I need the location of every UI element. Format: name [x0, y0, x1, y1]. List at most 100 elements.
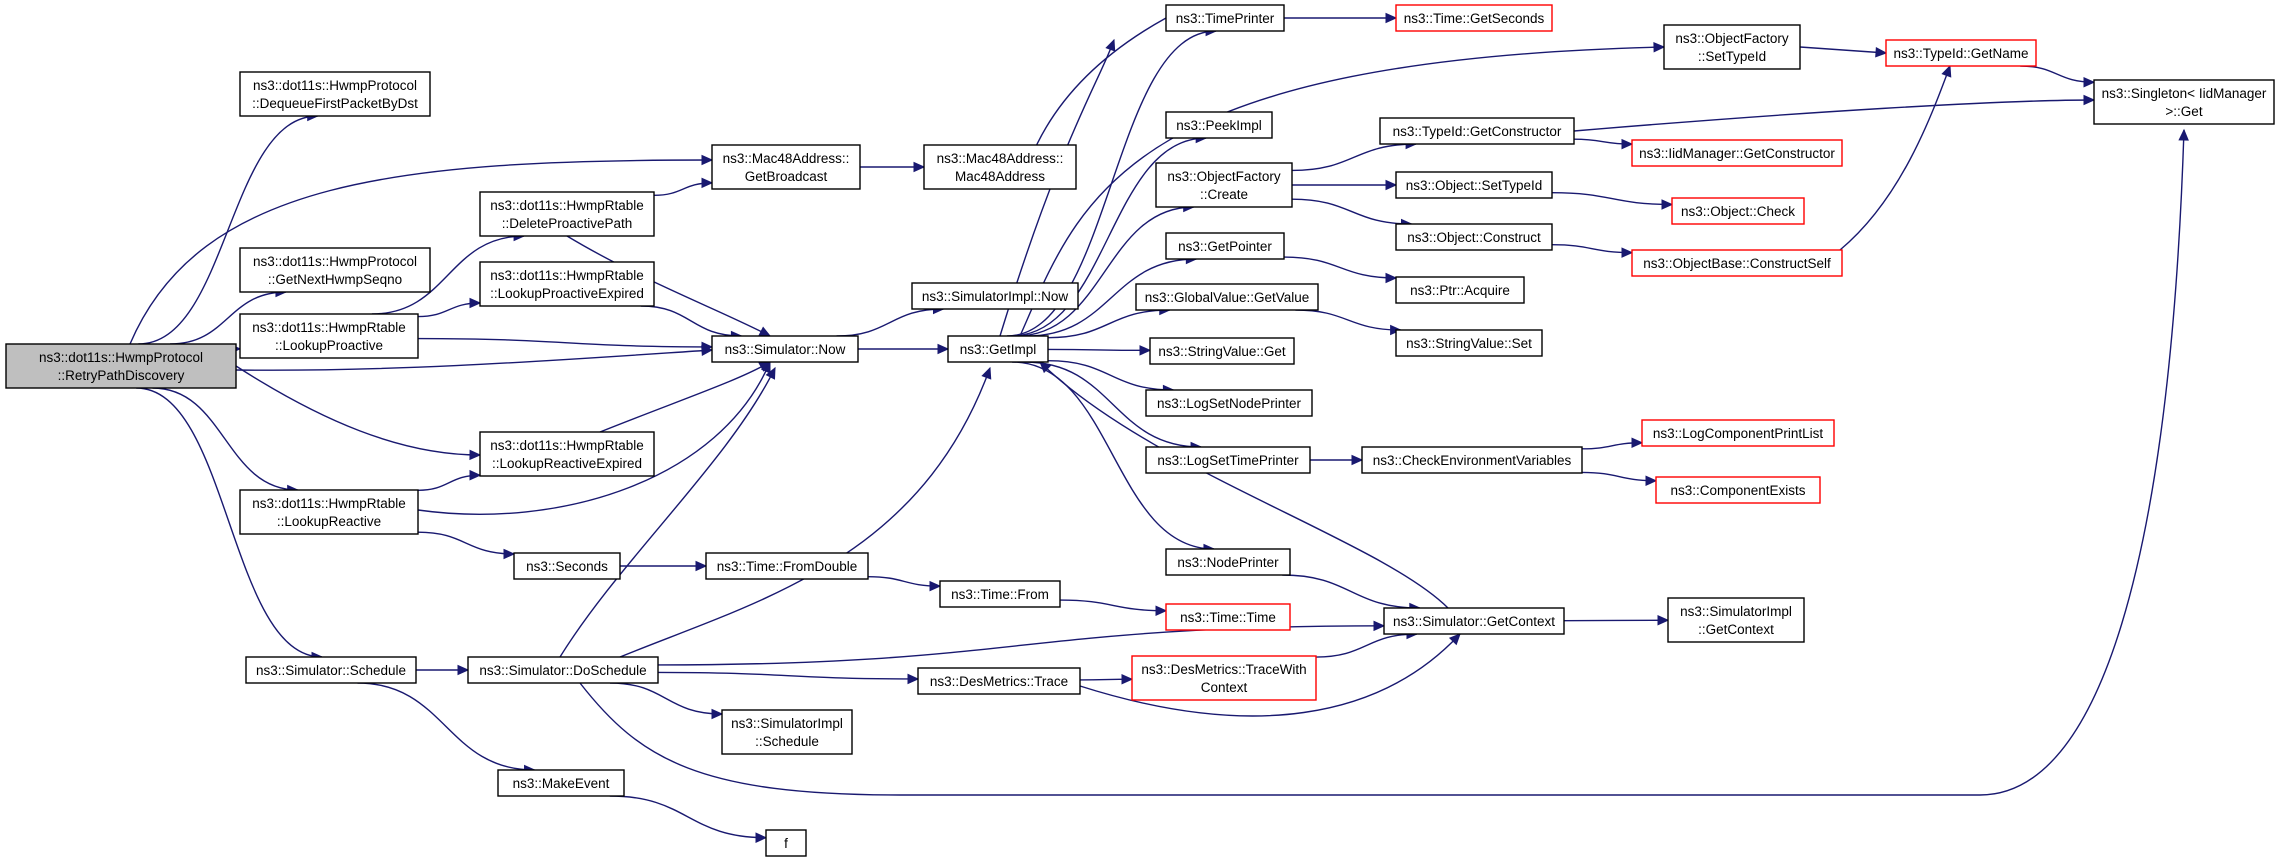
node-nodeprinter[interactable]: ns3::NodePrinter — [1165, 548, 1291, 576]
edge-timefrom-to-timetime-arrowhead — [1155, 605, 1168, 617]
edge-destrace-to-tracewithctx-arrowhead — [1121, 673, 1134, 685]
node-getnexthwmp-box — [239, 247, 431, 293]
node-objcheck[interactable]: ns3::Object::Check — [1671, 197, 1805, 225]
node-timefrom[interactable]: ns3::Time::From — [939, 580, 1061, 608]
node-destrace[interactable]: ns3::DesMetrics::Trace — [917, 667, 1081, 695]
node-objconstruct[interactable]: ns3::Object::Construct — [1395, 223, 1553, 251]
node-doschedule-box — [467, 656, 659, 684]
node-gvgetvalue[interactable]: ns3::GlobalValue::GetValue — [1135, 283, 1319, 311]
node-mac48[interactable]: ns3::Mac48Address::Mac48Address — [923, 144, 1077, 190]
edge-retry-to-getnexthwmp — [170, 291, 286, 345]
node-simimplgetctx[interactable]: ns3::SimulatorImpl::GetContext — [1667, 597, 1805, 643]
edge-ofcreate-to-objconstruct — [1291, 198, 1412, 225]
node-seconds-box — [513, 552, 621, 580]
node-getcontext[interactable]: ns3::Simulator::GetContext — [1383, 607, 1565, 635]
node-deleteproactive[interactable]: ns3::dot11s::HwmpRtable::DeleteProactive… — [479, 191, 655, 237]
node-schedule-label-0: ns3::Simulator::Schedule — [256, 663, 406, 678]
node-singleton[interactable]: ns3::Singleton< IidManager >::Get — [2093, 79, 2275, 125]
node-objcheck-label-0: ns3::Object::Check — [1681, 204, 1795, 219]
node-mac48-label-0: ns3::Mac48Address:: — [937, 151, 1064, 166]
node-peekimpl-label-0: ns3::PeekImpl — [1176, 118, 1262, 133]
node-seconds[interactable]: ns3::Seconds — [513, 552, 621, 580]
node-getnexthwmp-label-0: ns3::dot11s::HwmpProtocol — [253, 254, 417, 269]
node-mac48-label-1: Mac48Address — [955, 169, 1045, 184]
edge-retry-to-getbroadcast — [129, 159, 713, 345]
node-constructself[interactable]: ns3::ObjectBase::ConstructSelf — [1631, 249, 1843, 277]
node-tracewithctx-label-0: ns3::DesMetrics::TraceWith — [1141, 662, 1306, 677]
node-now[interactable]: ns3::Simulator::Now — [711, 335, 859, 363]
node-simimplschedule[interactable]: ns3::SimulatorImpl::Schedule — [721, 709, 853, 755]
edge-getimpl-to-ofcreate — [1015, 206, 1194, 337]
node-schedule[interactable]: ns3::Simulator::Schedule — [245, 656, 417, 684]
node-logtimeprinter[interactable]: ns3::LogSetTimePrinter — [1145, 446, 1311, 474]
node-peekimpl[interactable]: ns3::PeekImpl — [1165, 111, 1273, 139]
node-lookupproexp[interactable]: ns3::dot11s::HwmpRtable::LookupProactive… — [479, 261, 655, 307]
node-simimplnow-label-0: ns3::SimulatorImpl::Now — [922, 289, 1069, 304]
node-ofsettypeid[interactable]: ns3::ObjectFactory::SetTypeId — [1663, 24, 1801, 70]
node-retry[interactable]: ns3::dot11s::HwmpProtocol::RetryPathDisc… — [5, 343, 237, 389]
node-destrace-box — [917, 667, 1081, 695]
edge-lookupreactive-to-seconds — [417, 531, 515, 555]
node-getseconds[interactable]: ns3::Time::GetSeconds — [1395, 4, 1553, 32]
edge-timeprinter-to-getseconds-arrowhead — [1385, 12, 1398, 24]
node-logprintlist[interactable]: ns3::LogComponentPrintList — [1641, 419, 1835, 447]
node-lookupreactive[interactable]: ns3::dot11s::HwmpRtable::LookupReactive — [239, 489, 419, 535]
node-getimpl-box — [947, 335, 1049, 363]
node-constructself-label-0: ns3::ObjectBase::ConstructSelf — [1643, 256, 1831, 271]
node-constructself-box — [1631, 249, 1843, 277]
node-nodeprinter-box — [1165, 548, 1291, 576]
node-getbroadcast[interactable]: ns3::Mac48Address::GetBroadcast — [711, 144, 861, 190]
node-simimplgetctx-box — [1667, 597, 1805, 643]
node-objconstruct-label-0: ns3::Object::Construct — [1407, 230, 1541, 245]
node-timetime[interactable]: ns3::Time::Time — [1165, 603, 1291, 631]
node-ofsettypeid-box — [1663, 24, 1801, 70]
edge-retry-to-lookupreexp-arrowhead — [469, 449, 482, 461]
node-ptracquire-box — [1395, 276, 1525, 304]
edge-deleteproactive-to-now-arrowhead — [758, 326, 772, 337]
node-getimpl-label-0: ns3::GetImpl — [960, 342, 1037, 357]
node-svget[interactable]: ns3::StringValue::Get — [1149, 337, 1295, 365]
node-iidgetctor[interactable]: ns3::IidManager::GetConstructor — [1631, 139, 1843, 167]
node-fromdouble[interactable]: ns3::Time::FromDouble — [705, 552, 869, 580]
node-timeprinter[interactable]: ns3::TimePrinter — [1165, 4, 1285, 32]
node-tidgetname[interactable]: ns3::TypeId::GetName — [1885, 39, 2037, 67]
edge-schedule-to-makeevent — [357, 682, 535, 771]
edge-doschedule-to-getimpl — [619, 367, 991, 658]
node-makeevent[interactable]: ns3::MakeEvent — [497, 769, 625, 797]
node-objsettypeid[interactable]: ns3::Object::SetTypeId — [1395, 171, 1553, 199]
node-dequeue[interactable]: ns3::dot11s::HwmpProtocol::DequeueFirstP… — [239, 71, 431, 117]
edge-doschedule-to-getcontext-arrowhead — [1373, 620, 1386, 632]
edge-makeevent-to-f-arrowhead — [755, 832, 768, 843]
edge-constructself-to-tidgetname — [1839, 65, 1951, 251]
node-checkenv[interactable]: ns3::CheckEnvironmentVariables — [1361, 446, 1583, 474]
node-f[interactable]: f — [765, 829, 807, 857]
node-getpointer[interactable]: ns3::GetPointer — [1165, 232, 1285, 260]
node-lognodeprinter[interactable]: ns3::LogSetNodePrinter — [1145, 389, 1313, 417]
node-getnexthwmp[interactable]: ns3::dot11s::HwmpProtocol::GetNextHwmpSe… — [239, 247, 431, 293]
node-lookupproexp-box — [479, 261, 655, 307]
node-compexists[interactable]: ns3::ComponentExists — [1655, 476, 1821, 504]
node-lookupproactive-label-1: ::LookupProactive — [275, 338, 383, 353]
edge-doschedule-to-singleton-arrowhead — [2178, 128, 2189, 141]
node-svset[interactable]: ns3::StringValue::Set — [1395, 329, 1543, 357]
node-lookupproactive[interactable]: ns3::dot11s::HwmpRtable::LookupProactive — [239, 313, 419, 359]
node-ptracquire[interactable]: ns3::Ptr::Acquire — [1395, 276, 1525, 304]
edge-retry-to-lookupreactive — [152, 387, 298, 491]
node-tracewithctx-box — [1131, 655, 1317, 701]
edge-deleteproactive-to-getbroadcast-arrowhead — [701, 177, 714, 189]
node-simimplnow-box — [911, 282, 1079, 310]
node-singleton-box — [2093, 79, 2275, 125]
node-doschedule[interactable]: ns3::Simulator::DoSchedule — [467, 656, 659, 684]
node-getimpl[interactable]: ns3::GetImpl — [947, 335, 1049, 363]
node-tidgetctor[interactable]: ns3::TypeId::GetConstructor — [1379, 117, 1575, 145]
node-simimplnow[interactable]: ns3::SimulatorImpl::Now — [911, 282, 1079, 310]
edge-lookupreactive-to-lookupreexp-arrowhead — [469, 469, 482, 481]
node-lookupreexp[interactable]: ns3::dot11s::HwmpRtable::LookupReactiveE… — [479, 431, 655, 477]
edge-getimpl-to-peekimpl — [1010, 137, 1207, 337]
node-ofsettypeid-label-0: ns3::ObjectFactory — [1675, 31, 1789, 46]
node-ofcreate[interactable]: ns3::ObjectFactory::Create — [1155, 162, 1293, 208]
edge-nodeprinter-to-getcontext — [1282, 574, 1420, 609]
edge-timeprinter-to-now — [1029, 17, 1167, 161]
node-dequeue-label-1: ::DequeueFirstPacketByDst — [252, 96, 418, 111]
